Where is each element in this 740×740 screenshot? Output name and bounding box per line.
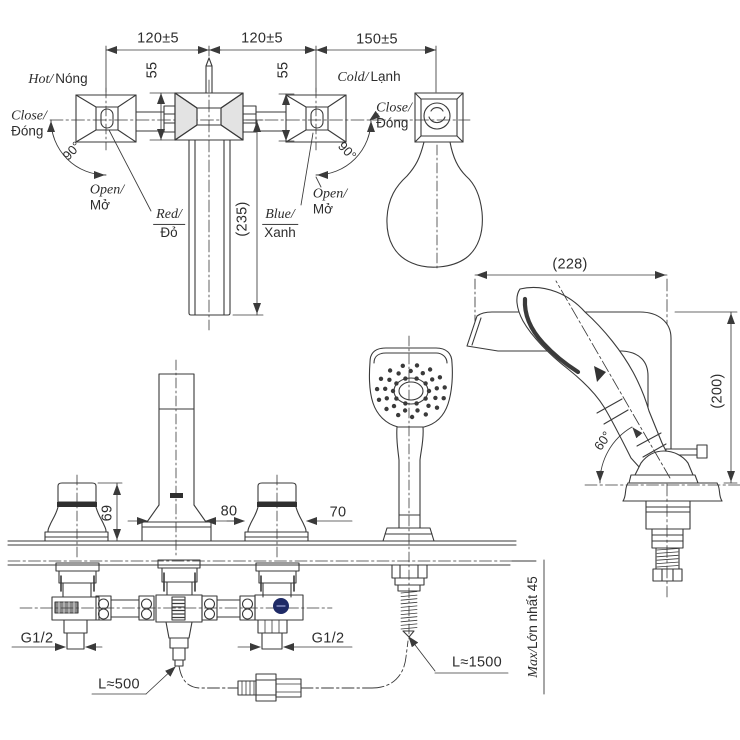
holder-shank-side [645, 500, 691, 582]
hand-shower-front [368, 335, 453, 641]
rotation-arc-left [47, 119, 107, 179]
rest-angle [555, 280, 671, 484]
leader-l500 [91, 666, 176, 695]
open-left-label: Open/ Mở [89, 182, 125, 213]
leader-lines [108, 129, 322, 212]
red-indicator-label: Red/ Đỏ [153, 207, 185, 240]
dim-235 [232, 119, 264, 316]
dim-69-label: 69 [99, 504, 116, 522]
thread-g12-left-label: G1/2 [20, 630, 54, 647]
spacing-dimensions [105, 45, 437, 93]
cold-handle-front [244, 474, 309, 561]
max-deck-thickness-label: Max/Lớn nhất 45 [525, 576, 542, 678]
cold-label: Cold/Lạnh [337, 69, 401, 86]
pipe-stubs [135, 105, 287, 133]
hot-label: Hot/Nóng [28, 71, 88, 88]
hot-valve-front [51, 562, 112, 650]
cold-valve-front [254, 562, 304, 650]
hot-handle-front [44, 474, 109, 561]
thread-g12-right-label: G1/2 [311, 630, 345, 647]
dim-55-right-label: 55 [275, 61, 292, 79]
front-view [7, 335, 545, 702]
tub-deck-side [584, 482, 740, 502]
hose-connector [237, 673, 302, 702]
dim-235-label: (235) [234, 201, 251, 237]
dim-spacing-right-label: 150±5 [356, 31, 398, 48]
shower-holder-side [628, 444, 708, 484]
blue-indicator-label: Blue/ Xanh [262, 207, 298, 240]
spout-block-top [174, 57, 244, 331]
rotation-arc-right [315, 110, 381, 179]
spout-front [141, 359, 212, 556]
center-valve-front [155, 559, 203, 667]
dim-69 [97, 482, 123, 542]
dim-55-left [149, 92, 178, 141]
dim-200 [674, 311, 738, 484]
side-view [466, 271, 740, 598]
dim-spacing-mid-label: 120±5 [241, 30, 283, 47]
hand-shower-hanging [386, 92, 483, 269]
dim-228-label: (228) [552, 256, 588, 273]
hose-l1500-label: L≈1500 [451, 654, 503, 671]
close-left-label: Close/ Đóng [11, 108, 47, 139]
hand-shower-side [516, 286, 669, 469]
leader-l1500 [408, 636, 509, 674]
dim-200-label: (200) [709, 373, 726, 409]
dim-70-label: 70 [329, 504, 347, 521]
dim-55-left-label: 55 [144, 61, 161, 79]
cold-handle-top [285, 87, 347, 151]
close-right-label: Close/ Đóng [376, 100, 412, 131]
hose-paths [178, 640, 409, 689]
dim-spacing-left-label: 120±5 [137, 30, 179, 47]
holder-shank-front [391, 564, 428, 638]
dim-80-label: 80 [220, 503, 238, 520]
connecting-pipes [19, 595, 333, 621]
hot-handle-top [75, 87, 137, 151]
open-right-label: Open/ Mở [312, 186, 348, 217]
top-view [47, 45, 483, 331]
hose-l500-label: L≈500 [98, 676, 140, 693]
countertop-front [7, 540, 537, 566]
